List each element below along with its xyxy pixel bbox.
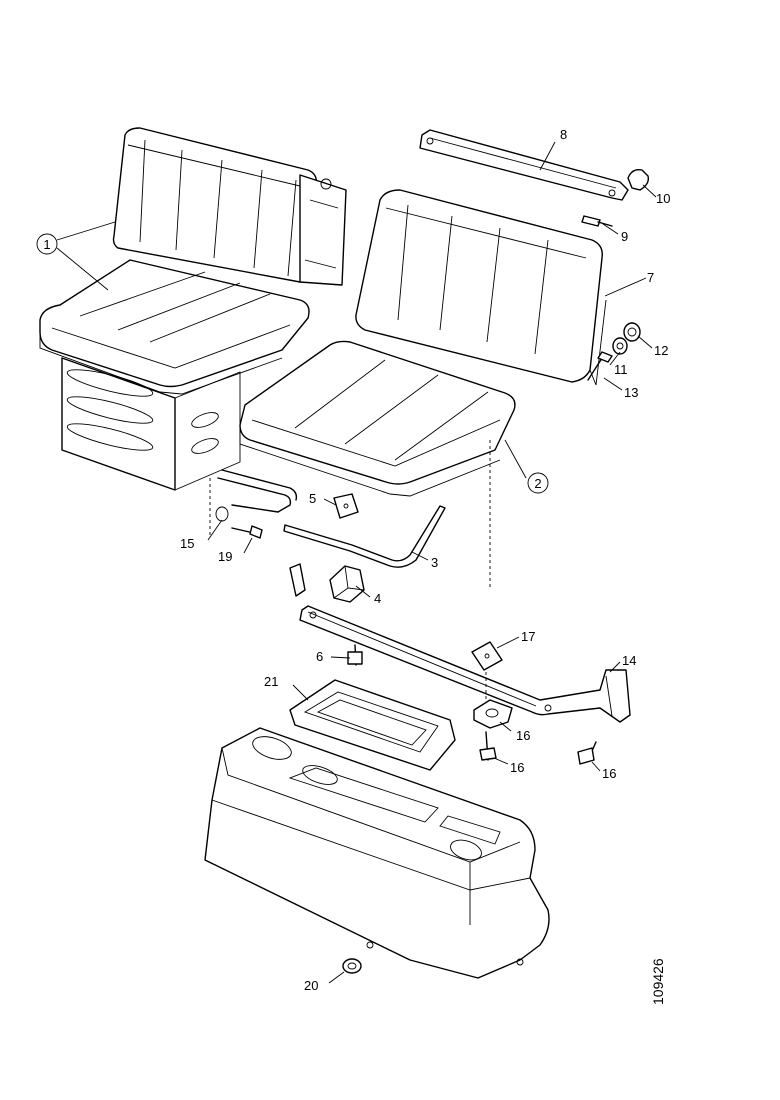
callout-11: 11 (614, 362, 628, 377)
drawing-number: 109426 (650, 958, 666, 1005)
callout-1: 1 (43, 237, 50, 252)
tray-21 (289, 679, 456, 771)
leader-lines (56, 141, 657, 984)
callout-4: 4 (374, 591, 381, 606)
callout-1-circle (36, 233, 58, 255)
callout-13: 13 (624, 385, 638, 400)
bracket-4 (289, 563, 365, 603)
screw-6 (347, 644, 363, 666)
left-frame-15 (209, 469, 298, 539)
callout-2-circle (527, 472, 549, 494)
callout-6: 6 (316, 649, 323, 664)
callout-12: 12 (654, 343, 668, 358)
left-seat-assembly (39, 127, 347, 491)
right-backrest (355, 189, 607, 386)
callout-21: 21 (264, 674, 278, 689)
callout-16a: 16 (516, 728, 530, 743)
callout-2: 2 (534, 476, 541, 491)
nut-20 (342, 958, 362, 974)
right-seat-cushion (239, 340, 516, 590)
clip-17 (471, 641, 503, 700)
callout-8: 8 (560, 127, 567, 142)
callout-20: 20 (304, 978, 318, 993)
washers-and-screw (587, 322, 641, 381)
callout-3: 3 (431, 555, 438, 570)
callout-9: 9 (621, 229, 628, 244)
callout-17: 17 (521, 629, 535, 644)
top-bar-8 (419, 129, 650, 227)
callout-16b: 16 (510, 760, 524, 775)
rail-14 (299, 605, 631, 723)
console-base (204, 727, 550, 979)
callout-labels: 1 2 3 4 5 6 7 8 9 10 11 12 13 14 15 16 1… (36, 127, 670, 993)
bracket-16 (473, 699, 597, 765)
callout-10: 10 (656, 191, 670, 206)
link-bar-3 (283, 505, 446, 568)
callout-14: 14 (622, 653, 636, 668)
callout-19: 19 (218, 549, 232, 564)
callout-5: 5 (309, 491, 316, 506)
callout-16c: 16 (602, 766, 616, 781)
clip-5 (333, 493, 359, 519)
callout-15: 15 (180, 536, 194, 551)
callout-7: 7 (647, 270, 654, 285)
